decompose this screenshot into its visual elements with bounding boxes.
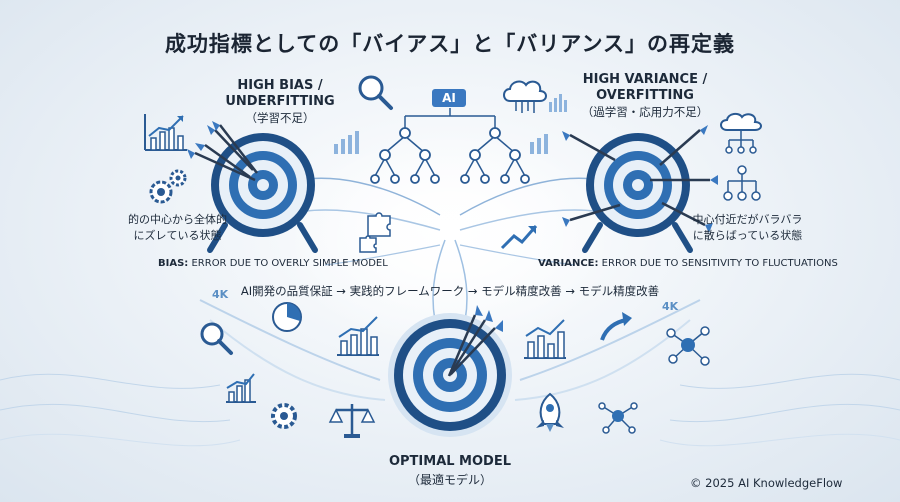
ai-hierarchy-icon <box>370 108 530 184</box>
process-flow-text: AI開発の品質保証 → 実践的フレームワーク → モデル精度改善 → モデル精度… <box>240 284 660 298</box>
rocket-icon <box>536 392 564 432</box>
cloud-icon <box>503 80 547 113</box>
bar-chart-icon <box>334 131 359 154</box>
network-icon <box>598 402 638 434</box>
variance-caption: VARIANCE: ERROR DUE TO SENSITIVITY TO FL… <box>538 258 838 269</box>
cloud-network-icon <box>720 112 762 154</box>
high-bias-heading-sub: （学習不足） <box>245 111 315 125</box>
scale-icon <box>328 404 376 438</box>
high-variance-heading-line1: HIGH VARIANCE / <box>582 72 708 87</box>
ai-badge: AI <box>432 89 466 107</box>
4k-badge-left: 4K <box>212 288 229 301</box>
bar-chart-icon <box>530 134 548 154</box>
hierarchy-icon <box>723 165 761 201</box>
optimal-model-heading: OPTIMAL MODEL <box>388 454 512 469</box>
magnifier-icon <box>200 322 233 355</box>
high-bias-note: 的の中心から全体的 にズレている状態 <box>120 212 235 244</box>
gears-icon <box>149 169 187 204</box>
high-variance-target <box>562 125 718 253</box>
variance-caption-label: VARIANCE: <box>538 258 599 269</box>
bar-chart-icon <box>226 373 256 403</box>
high-variance-note: 中心付近だがバラバラ に散らばっている状態 <box>690 212 805 244</box>
high-variance-heading-line2: OVERFITTING <box>596 88 694 103</box>
variance-caption-text: ERROR DUE TO SENSITIVITY TO FLUCTUATIONS <box>598 258 838 269</box>
high-bias-note-line1: 的の中心から全体的 <box>128 213 227 226</box>
high-variance-heading-sub: （過学習・応用力不足） <box>581 105 709 119</box>
pie-chart-icon <box>272 302 302 332</box>
signal-bars-icon <box>549 94 567 112</box>
optimal-model-sub: （最適モデル） <box>407 473 492 487</box>
high-variance-note-line1: 中心付近だがバラバラ <box>692 213 803 226</box>
growth-chart-icon <box>524 319 566 359</box>
trend-arrow-icon <box>500 225 538 250</box>
page-title: 成功指標としての「バイアス」と「バリアンス」の再定義 <box>164 32 736 56</box>
optimal-model-label: OPTIMAL MODEL （最適モデル） <box>350 453 550 489</box>
growth-chart-icon <box>337 316 379 356</box>
gear-icon <box>271 403 297 429</box>
magnifier-icon <box>358 75 393 110</box>
network-icon <box>666 326 710 366</box>
puzzle-icon <box>359 235 377 253</box>
optimal-target <box>388 305 512 437</box>
growth-chart-icon <box>144 114 187 151</box>
high-bias-heading: HIGH BIAS / UNDERFITTING （学習不足） <box>205 78 355 126</box>
high-bias-note-line2: にズレている状態 <box>133 229 222 242</box>
high-bias-heading-line2: UNDERFITTING <box>225 94 335 109</box>
bias-caption-text: ERROR DUE TO OVERLY SIMPLE MODEL <box>188 258 388 269</box>
bias-caption: BIAS: ERROR DUE TO OVERLY SIMPLE MODEL <box>158 258 388 269</box>
copyright-text: © 2025 AI KnowledgeFlow <box>690 476 843 490</box>
4k-badge-right: 4K <box>662 300 679 313</box>
high-bias-target <box>187 121 318 253</box>
puzzle-icon <box>367 212 391 237</box>
curved-arrow-icon <box>600 312 632 341</box>
high-variance-heading: HIGH VARIANCE / OVERFITTING （過学習・応用力不足） <box>560 72 730 120</box>
high-variance-note-line2: に散らばっている状態 <box>692 229 803 242</box>
high-bias-heading-line1: HIGH BIAS / <box>237 78 323 93</box>
bias-caption-label: BIAS: <box>158 258 189 269</box>
